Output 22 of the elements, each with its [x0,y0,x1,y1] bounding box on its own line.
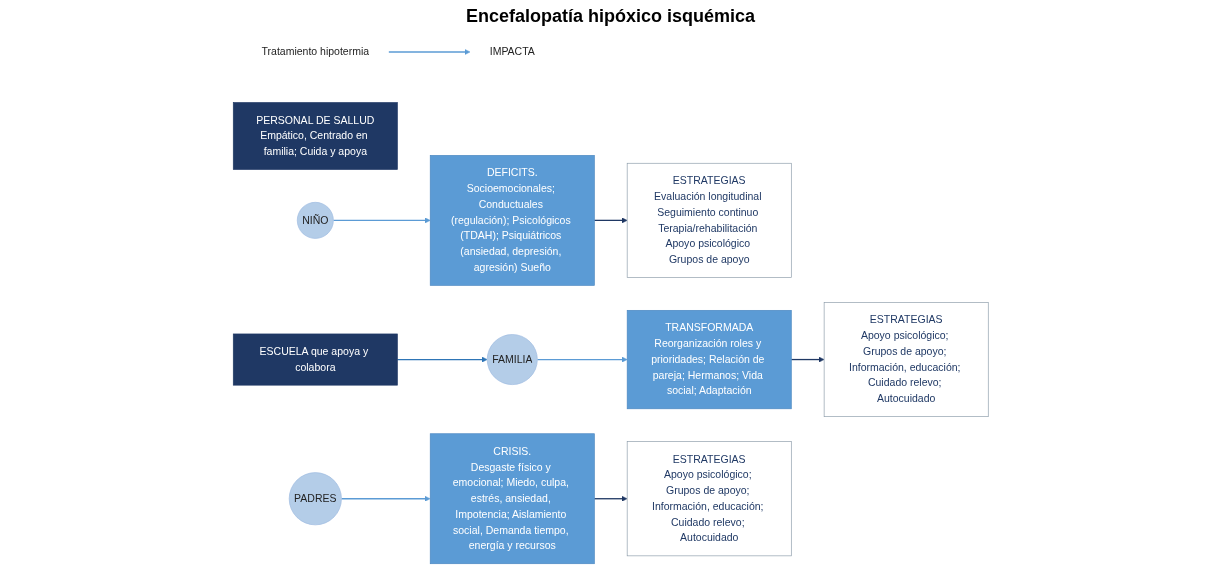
arrow [396,356,488,363]
node-box: TRANSFORMADA Reorganización roles y prioridades; Relación de pareja; Hermanos; Vida social; Adaptación [626,310,792,410]
arrow [593,217,628,224]
node-text: IMPACTA [489,46,535,58]
node-box: CRISIS. Desgaste físico y emocional; Miedo, culpa, estrés, ansiedad, Impotencia; Aislamiento social, Demanda tiempo, energía y recursos [429,433,595,565]
node-circle: NIÑO [296,202,334,239]
node-text: Tratamiento hipotermia [261,46,369,58]
node-box: ESTRATEGIAS Apoyo psicológico; Grupos de apoyo; Información, educación; Cuidado relevo; Autocuidado [823,302,989,417]
arrow [340,495,431,502]
arrow [387,49,470,55]
arrow [790,356,825,363]
arrow [536,356,628,363]
node-box: ESTRATEGIAS Apoyo psicológico; Grupos de apoyo; Información, educación; Cuidado relevo; Autocuidado [626,441,792,557]
node-circle: PADRES [288,472,342,526]
diagram-title: Encefalopatía hipóxico isquémica [464,6,757,27]
node-circle: FAMILIA [486,334,538,385]
node-box: PERSONAL DE SALLUD Empático, Centrado en familia; Cuida y apoya [232,102,398,170]
node-box: ESTRATEGIAS Evaluación longitudinal Seguimiento continuo Terapia/rehabilitación Apoyo psicológico Grupos de apoyo [626,162,792,278]
node-box: ESCUELA que apoya y colabora [232,333,398,386]
arrow [593,495,628,502]
node-box: DEFICITS. Socioemocionales; Conductuales (regulación); Psicológicos (TDAH); Psiquiátricos (ansiedad, depresión, agresión) Sueño [429,155,595,286]
arrow [332,217,431,224]
